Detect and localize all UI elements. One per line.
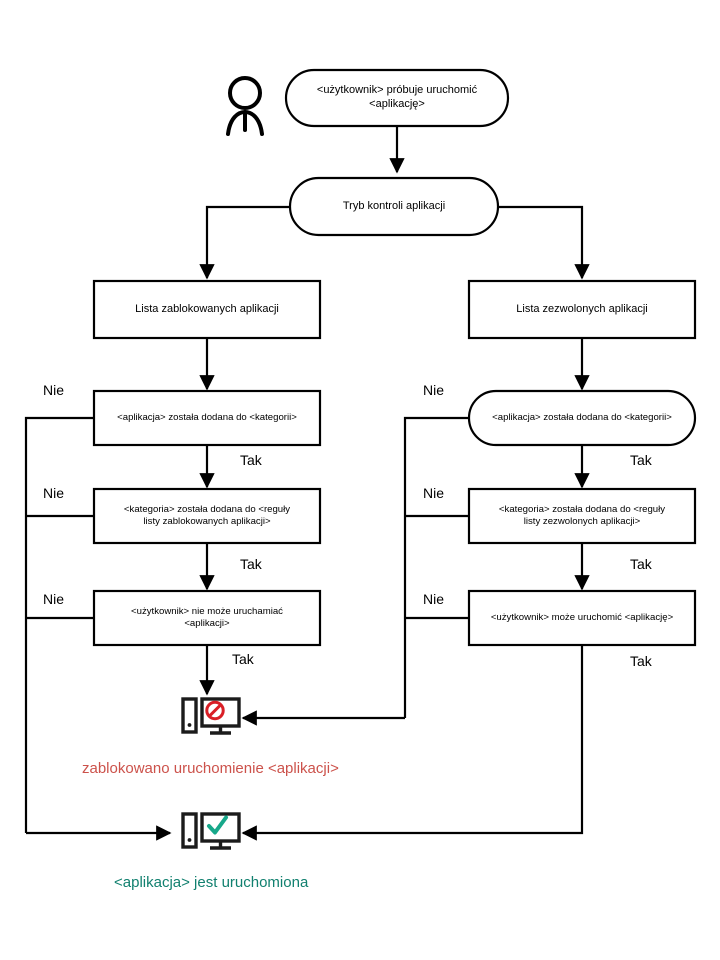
- node-denylist-shape: [92, 279, 322, 340]
- node-right-app-in-category-shape: [467, 389, 697, 447]
- user-actor-icon: [226, 76, 264, 136]
- edge-right-q3-yes-to-allowed: [241, 645, 584, 841]
- edge-label-right-q1-yes: Tak: [630, 452, 652, 468]
- edge-label-right-q3-no: Nie: [423, 591, 445, 607]
- edge-mode-to-allowlist: [498, 205, 590, 280]
- blocked-outcome-caption: zablokowano uruchomienie <aplikacji>: [82, 760, 339, 777]
- node-allowlist-shape: [467, 279, 697, 340]
- node-right-user-can-shape: [467, 589, 697, 647]
- allowed-outcome-caption: <aplikacja> jest uruchomiona: [114, 874, 309, 891]
- node-left-app-in-category-shape: [92, 389, 322, 447]
- node-left-user-cannot-shape: [92, 589, 322, 647]
- computer-allowed-icon: [181, 812, 241, 850]
- computer-blocked-icon: [181, 697, 241, 735]
- edge-label-right-q2-yes: Tak: [630, 556, 652, 572]
- edge-right-q1-no: [403, 416, 469, 718]
- edge-label-right-q3-yes: Tak: [630, 653, 652, 669]
- edge-label-right-q2-no: Nie: [423, 485, 445, 501]
- edge-left-q1-no: [24, 416, 94, 833]
- node-mode-shape: [288, 176, 500, 237]
- edge-mode-to-denylist: [199, 205, 290, 280]
- edge-label-left-q3-no: Nie: [43, 591, 65, 607]
- node-start-shape: [284, 68, 510, 128]
- node-left-category-in-rule-shape: [92, 487, 322, 545]
- edge-label-left-q1-no: Nie: [43, 382, 65, 398]
- edge-label-left-q3-yes: Tak: [232, 651, 254, 667]
- edge-label-left-q2-yes: Tak: [240, 556, 262, 572]
- node-right-category-in-rule-shape: [467, 487, 697, 545]
- edge-label-right-q1-no: Nie: [423, 382, 445, 398]
- edge-label-left-q1-yes: Tak: [240, 452, 262, 468]
- edge-label-left-q2-no: Nie: [43, 485, 65, 501]
